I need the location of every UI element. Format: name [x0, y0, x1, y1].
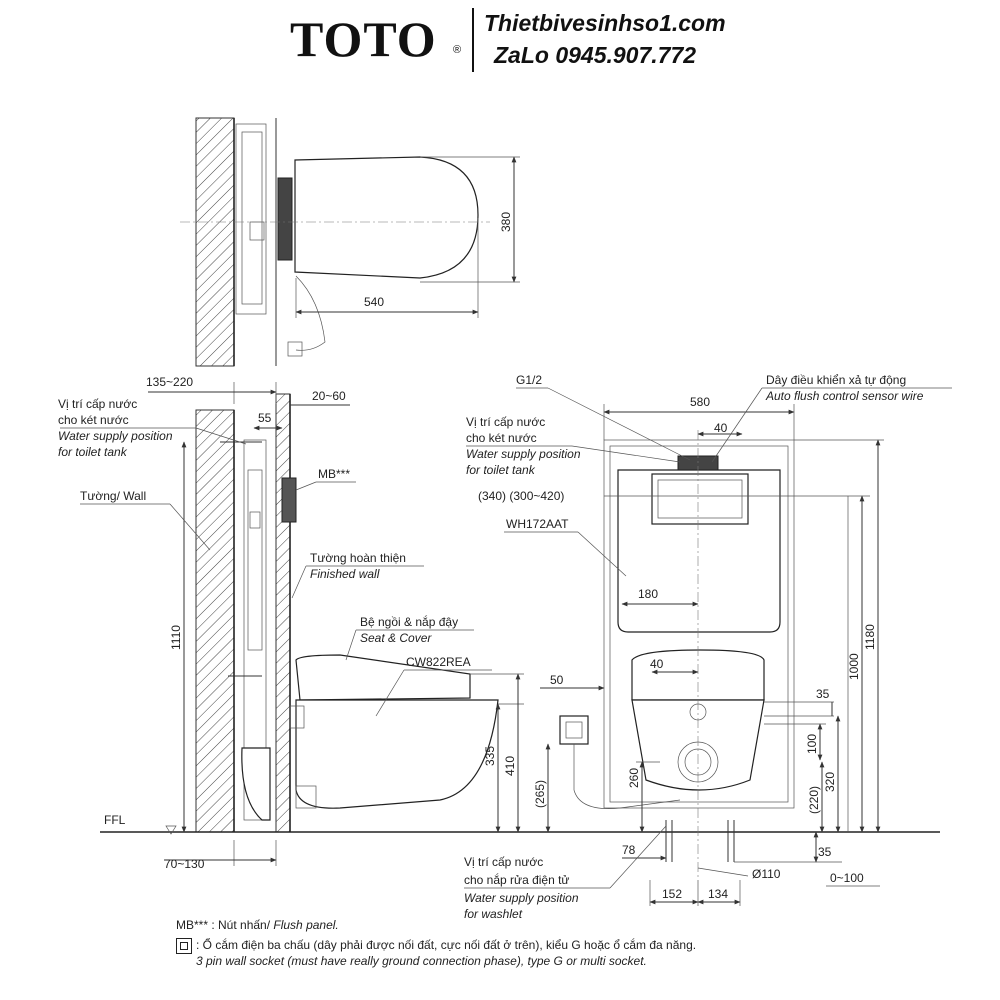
top-view: 540 380	[180, 117, 520, 367]
side-flush-panel	[281, 477, 297, 523]
dim-55: 55	[258, 411, 272, 425]
legend-mb-vi: : Nút nhấn/	[208, 918, 274, 932]
dim-320: 320	[823, 772, 837, 792]
wall-socket	[559, 715, 589, 745]
side-seat-cover	[295, 654, 471, 701]
g12-label: G1/2	[516, 373, 542, 387]
registered-mark: ®	[453, 44, 462, 56]
top-wall-hatch	[195, 117, 235, 367]
legend-mb-key: MB***	[176, 918, 209, 932]
front-seat	[631, 649, 765, 701]
dim-70-130: 70~130	[164, 857, 205, 871]
side-frame	[243, 439, 267, 821]
dim-1180: 1180	[863, 624, 877, 650]
side-drain-pipe	[241, 747, 271, 821]
finished-wall-vi: Tường hoàn thiện	[310, 551, 406, 565]
dim-410: 410	[503, 756, 517, 776]
dim-335: 335	[483, 746, 497, 766]
dim-260: 260	[627, 768, 641, 788]
dim-265: (265)	[533, 780, 547, 808]
front-water-tank-vi-2: cho két nước	[466, 431, 537, 445]
dim-340-300-420: (340) (300~420)	[478, 489, 564, 503]
washlet-water-vi-1: Vị trí cấp nước	[464, 855, 543, 869]
dim-35-mid: 35	[816, 687, 830, 701]
sensor-wire-en: Auto flush control sensor wire	[765, 389, 924, 403]
legend-mb-row: MB*** : Nút nhấn/ Flush panel.	[176, 918, 876, 934]
bowl-model-label: CW822REA	[406, 655, 471, 669]
top-dim-380: 380	[499, 212, 513, 232]
side-water-tank-en-1: Water supply position	[58, 429, 173, 443]
side-bowl	[295, 699, 499, 809]
header-divider	[472, 8, 474, 72]
toto-logo: TOTO	[290, 11, 437, 67]
dim-134: 134	[708, 887, 728, 901]
wall-label: Tường/ Wall	[80, 489, 146, 503]
mb-label: MB***	[318, 467, 350, 481]
dim-0-100: 0~100	[830, 871, 864, 885]
side-water-tank-en-2: for toilet tank	[58, 445, 128, 459]
dim-152: 152	[662, 887, 682, 901]
seat-cover-vi: Bệ ngồi & nắp đậy	[360, 614, 458, 629]
washlet-water-en-2: for washlet	[464, 907, 523, 921]
legend-mb-en: Flush panel.	[273, 918, 339, 932]
dim-78: 78	[622, 843, 636, 857]
header: TOTO ® Thietbivesinhso1.com ZaLo 0945.90…	[0, 0, 1000, 90]
socket-symbol-icon	[176, 938, 192, 954]
side-wall-hatch	[195, 409, 235, 833]
dim-135-220: 135~220	[146, 375, 193, 389]
ffl-label: FFL	[104, 813, 126, 827]
washlet-water-vi-2: cho nắp rửa điện tử	[464, 872, 569, 887]
side-finished-wall	[275, 393, 291, 833]
front-cistern-window	[651, 473, 749, 525]
top-flush-panel	[277, 177, 293, 261]
washlet-water-en-1: Water supply position	[464, 891, 579, 905]
dim-50: 50	[550, 673, 564, 687]
dim-110: Ø110	[752, 867, 781, 881]
dim-220: (220)	[807, 786, 821, 814]
front-frame-outer	[603, 439, 795, 809]
dim-100: 100	[805, 734, 819, 754]
side-view: FFL 135~220 20~60 55 1110 335 410 70~130…	[58, 375, 940, 871]
dim-40-top: 40	[714, 421, 728, 435]
dim-35-bottom: 35	[818, 845, 832, 859]
seat-cover-en: Seat & Cover	[360, 631, 432, 645]
dim-20-60: 20~60	[312, 389, 346, 403]
frame-model-label: WH172AAT	[506, 517, 569, 531]
legend-socket-vi: : Ổ cắm điện ba chấu (dây phải được nối …	[196, 938, 697, 953]
website-text: Thietbivesinhso1.com	[484, 10, 726, 36]
dim-180: 180	[638, 587, 658, 601]
front-water-tank-en-1: Water supply position	[466, 447, 581, 461]
side-water-tank-vi-1: Vị trí cấp nước	[58, 397, 137, 411]
top-dim-540: 540	[364, 295, 384, 309]
zalo-contact: ZaLo 0945.907.772	[494, 42, 697, 68]
dim-40-mid: 40	[650, 657, 664, 671]
dim-1000: 1000	[847, 653, 861, 680]
sensor-wire-vi: Dây điều khiển xả tự động	[766, 373, 906, 387]
side-water-tank-vi-2: cho két nước	[58, 413, 129, 427]
front-water-tank-vi-1: Vị trí cấp nước	[466, 415, 545, 429]
finished-wall-en: Finished wall	[310, 567, 380, 581]
top-seat-outline	[294, 156, 479, 279]
legend-socket-en: 3 pin wall socket (must have really grou…	[196, 954, 647, 968]
dim-1110: 1110	[169, 625, 183, 650]
front-view: 580 40 G1/2 Dây điều khiển xả tự động Au…	[464, 373, 952, 921]
legend-socket-en-row: 3 pin wall socket (must have really grou…	[176, 954, 876, 970]
legend: MB*** : Nút nhấn/ Flush panel. : Ổ cắm đ…	[176, 918, 876, 970]
legend-socket-row: : Ổ cắm điện ba chấu (dây phải được nối …	[176, 938, 876, 954]
dim-580: 580	[690, 395, 710, 409]
front-water-tank-en-2: for toilet tank	[466, 463, 536, 477]
